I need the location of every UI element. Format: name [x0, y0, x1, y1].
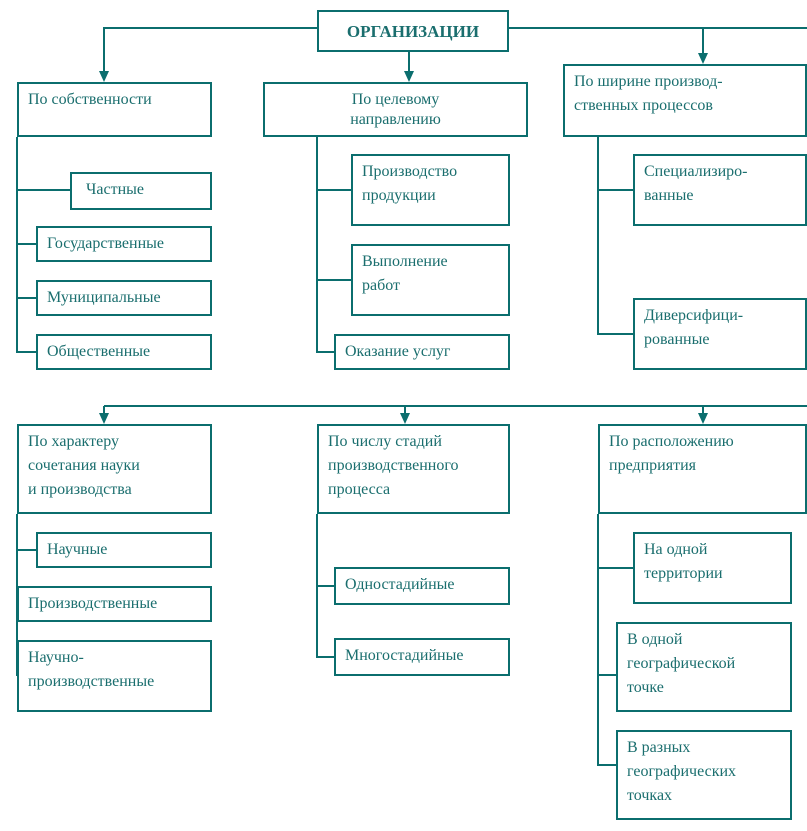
leaf-purpose-production: Производство продукции [351, 154, 510, 226]
leaf-stages-multi: Многостадийные [334, 638, 510, 676]
leaf-science-industrial: Производственные [17, 586, 212, 622]
arrowhead-4 [400, 413, 410, 424]
leaf-breadth-specialized: Специализиро- ванные [633, 154, 807, 226]
connector-line-0 [103, 27, 317, 72]
category-breadth: По ширине производ- ственных процессов [563, 64, 807, 137]
leaf-location-one-point: В одной географической точке [616, 622, 792, 712]
leaf-science-research-industrial: Научно- производственные [17, 640, 212, 712]
leaf-science-scientific: Научные [36, 532, 212, 568]
leaf-purpose-services: Оказание услуг [334, 334, 510, 370]
leaf-ownership-municipal: Муниципальные [36, 280, 212, 316]
arrowhead-5 [698, 413, 708, 424]
connector-line-4 [16, 137, 36, 353]
leaf-breadth-diversified: Диверсифици- рованные [633, 298, 807, 370]
connector-line-21 [597, 514, 616, 766]
leaf-ownership-public: Общественные [36, 334, 212, 370]
arrowhead-3 [99, 413, 109, 424]
leaf-purpose-works: Выполнение работ [351, 244, 510, 316]
category-location: По расположению предприятия [598, 424, 807, 514]
leaf-location-one-territory: На одной территории [633, 532, 792, 604]
leaf-location-different-points: В разных географических точках [616, 730, 792, 820]
arrowhead-1 [404, 71, 414, 82]
connector-line-19 [316, 514, 334, 658]
leaf-stages-single: Одностадийные [334, 567, 510, 605]
category-ownership: По собственности [17, 82, 212, 137]
root-node: ОРГАНИЗАЦИИ [317, 10, 509, 52]
category-purpose: По целевому направлению [263, 82, 528, 137]
category-stages: По числу стадий производственного процес… [317, 424, 510, 514]
leaf-ownership-private: Частные [70, 172, 212, 210]
leaf-ownership-state: Государственные [36, 226, 212, 262]
connector-line-8 [316, 137, 334, 353]
category-science: По характеру сочетания науки и производс… [17, 424, 212, 514]
arrowhead-0 [99, 71, 109, 82]
connector-line-11 [597, 137, 633, 335]
arrowhead-2 [698, 53, 708, 64]
